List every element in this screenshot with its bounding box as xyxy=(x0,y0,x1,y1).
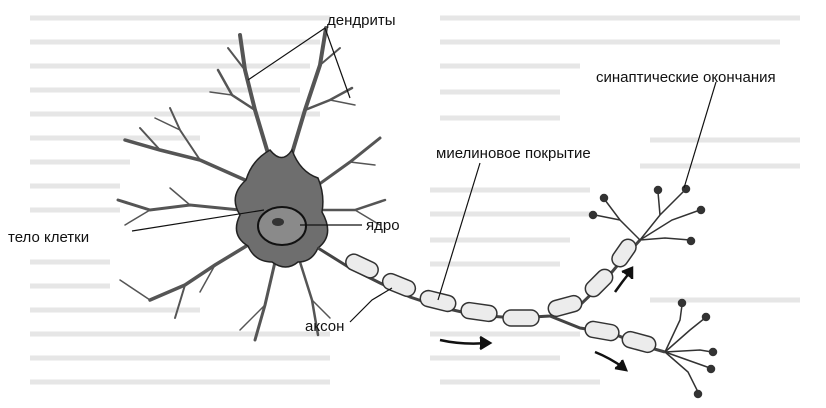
nucleolus xyxy=(272,218,284,226)
label-axon: аксон xyxy=(305,318,344,335)
label-myelin-sheath: миелиновое покрытие xyxy=(436,145,591,162)
label-nucleus: ядро xyxy=(366,217,400,234)
label-dendrites: дендриты xyxy=(327,12,396,29)
synaptic-terminals-lower xyxy=(665,300,717,398)
label-synaptic-terminals: синаптические окончания xyxy=(596,69,776,86)
nucleus xyxy=(258,207,306,245)
label-cell-body: тело клетки xyxy=(8,229,89,246)
synaptic-terminals-upper xyxy=(590,186,705,245)
